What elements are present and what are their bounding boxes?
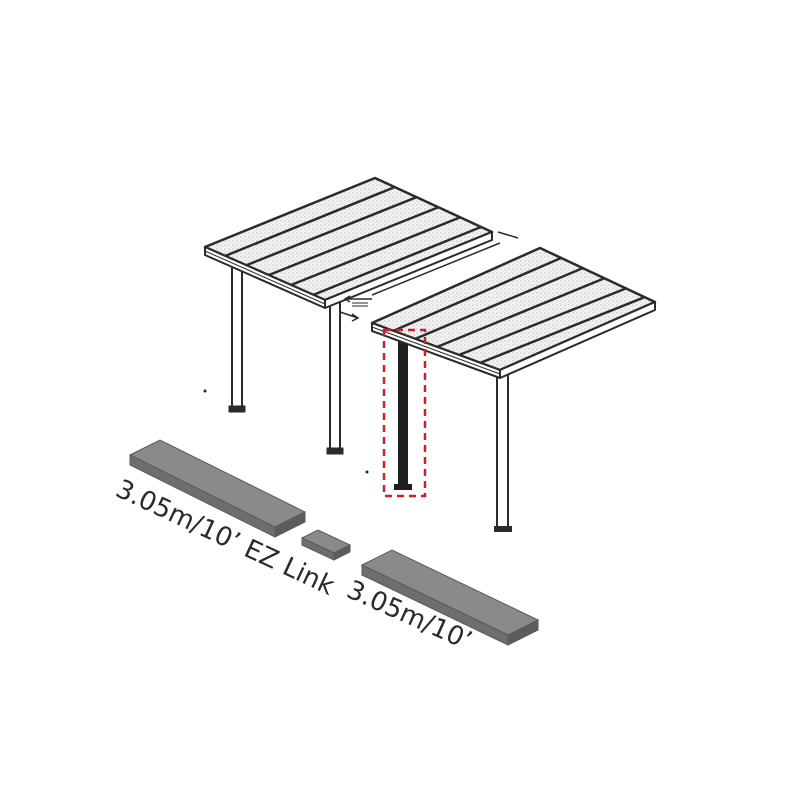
speck [203,389,207,393]
right-footprint-block [360,549,540,646]
left-roof-rafters [224,185,482,297]
right-pergola [370,246,657,532]
link-footprint-block [300,529,352,561]
left-pergola-posts [228,265,344,455]
speck [365,470,369,474]
ez-link-highlight-box [382,328,427,498]
left-footprint-block [128,439,307,538]
right-roof-rafters [392,256,646,365]
ez-link-post [394,335,412,490]
link-connector-marks [339,231,519,322]
left-pergola [203,176,494,455]
right-pergola-post [494,371,512,532]
